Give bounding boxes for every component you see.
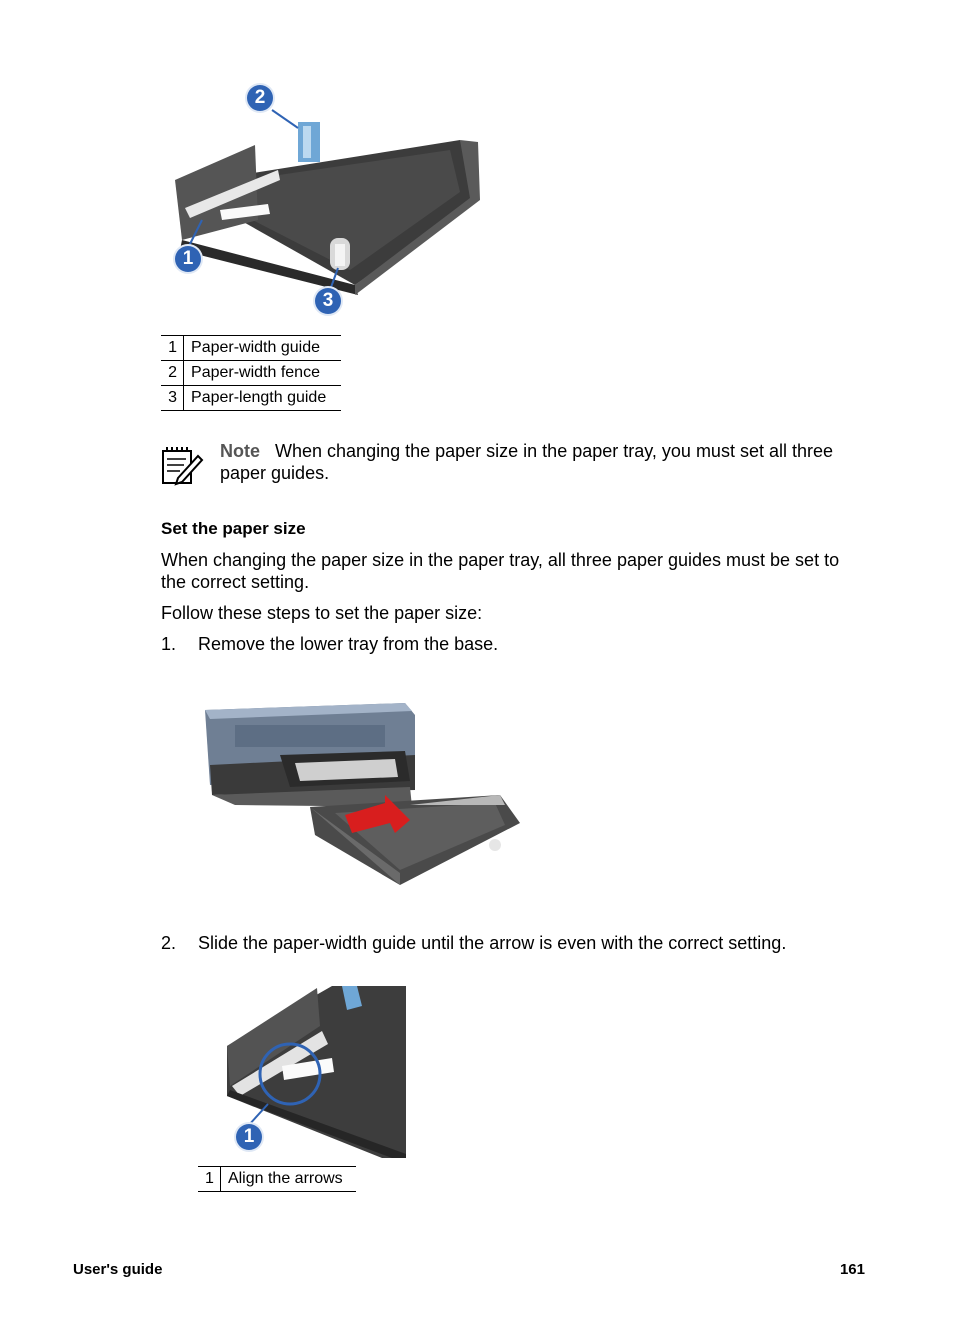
step-number: 2. xyxy=(161,933,177,953)
callout-1: 1 xyxy=(175,246,201,272)
legend-number: 2 xyxy=(161,360,185,386)
callout-2: 2 xyxy=(247,85,273,111)
table-row: 3 Paper-length guide xyxy=(161,385,341,411)
legend-label: Paper-width guide xyxy=(183,335,341,361)
paper-tray-illustration xyxy=(175,109,480,295)
page-number: 161 xyxy=(839,1261,865,1278)
legend-number: 1 xyxy=(161,335,185,361)
width-guide-illustration xyxy=(227,986,406,1158)
table-row: 1 Paper-width guide xyxy=(161,335,341,361)
printer-figure xyxy=(200,695,525,890)
legend-number: 1 xyxy=(198,1166,221,1192)
legend-number: 3 xyxy=(161,385,185,411)
section-intro: When changing the paper size in the pape… xyxy=(161,550,840,592)
callout-1: 1 xyxy=(236,1124,262,1150)
legend-table-2: 1 Align the arrows xyxy=(198,1166,356,1192)
note-text-block: Note When changing the paper size in the… xyxy=(220,440,860,484)
printer-illustration xyxy=(205,703,520,885)
tray-figure: 1 2 3 xyxy=(160,80,500,320)
step-text: Slide the paper-width guide until the ar… xyxy=(198,933,787,953)
callout-3: 3 xyxy=(315,288,341,314)
legend-label: Align the arrows xyxy=(220,1166,356,1192)
section-follow: Follow these steps to set the paper size… xyxy=(161,603,483,623)
table-row: 1 Align the arrows xyxy=(198,1166,356,1192)
legend-table-1: 1 Paper-width guide 2 Paper-width fence … xyxy=(161,335,341,411)
width-guide-figure: 1 xyxy=(222,986,406,1160)
legend-label: Paper-width fence xyxy=(183,360,341,386)
legend-label: Paper-length guide xyxy=(183,385,341,411)
table-row: 2 Paper-width fence xyxy=(161,360,341,386)
note-icon xyxy=(160,444,204,488)
footer-title: User's guide xyxy=(73,1261,163,1278)
note-text: When changing the paper size in the pape… xyxy=(220,441,833,483)
note-label: Note xyxy=(220,441,260,461)
section-heading: Set the paper size xyxy=(161,519,306,538)
step-number: 1. xyxy=(161,634,177,654)
step-text: Remove the lower tray from the base. xyxy=(198,634,499,654)
